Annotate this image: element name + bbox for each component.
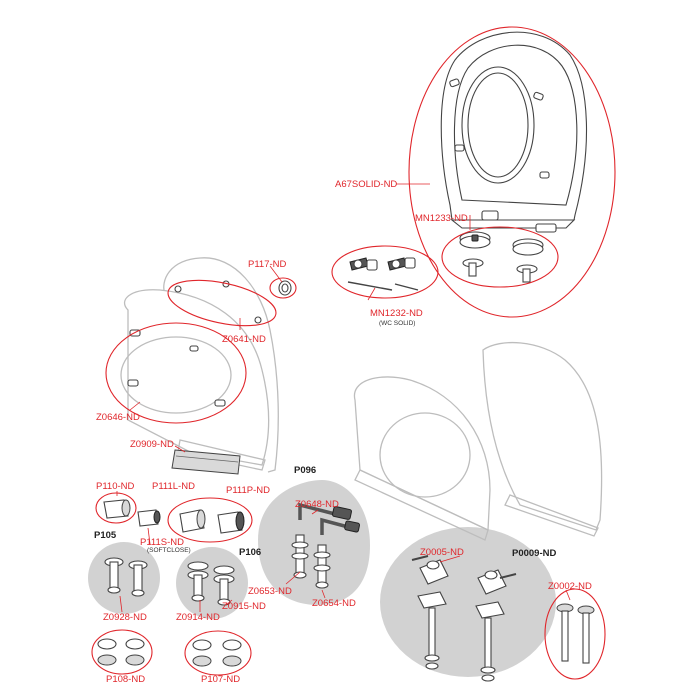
ring-z0002 [544,588,606,680]
label-z0654: Z0654-ND [312,598,356,609]
ring-p108 [91,629,153,675]
label-mn1232-note: (WC SOLID) [379,320,415,327]
group-p0009-background [380,527,556,677]
fixing-kit-mn1232 [347,257,419,291]
hinge-p110 [103,499,131,519]
seat-middle-right-faint [353,341,603,541]
label-p111p: P111P-ND [226,485,270,496]
fixing-kit-p0009 [411,555,517,682]
label-p117: P117-ND [248,259,287,270]
label-z0648: Z0648-ND [295,499,339,510]
label-p111s-note: (SOFTCLOSE) [147,547,191,554]
label-a67solid: A67SOLID-ND [335,179,397,190]
label-p111l: P111L-ND [152,481,195,492]
ring-mn1233 [441,226,559,288]
seat-lid-assembly-top [440,31,588,233]
label-p108: P108-ND [106,674,145,685]
label-z0641: Z0641-ND [222,334,266,345]
ring-p110 [95,492,137,524]
hinge-bar-z0909 [171,449,241,475]
hinge-rods-p096 [291,502,361,589]
ring-z0646 [105,322,247,424]
label-z0646: Z0646-ND [96,412,140,423]
label-p111s: P111S-ND [140,537,184,548]
hinge-p111s [137,509,161,527]
fixing-p106 [187,561,235,606]
label-p110: P110-ND [96,481,135,492]
label-group-p096: P096 [294,465,316,476]
fixing-p105 [104,557,148,597]
hinge-set-mn1233 [459,231,544,283]
leader-lines [116,183,571,613]
label-group-p0009: P0009-ND [512,548,556,559]
label-z0653: Z0653-ND [248,586,292,597]
ring-p111 [167,497,253,543]
label-z0915: Z0915-ND [222,601,266,612]
label-group-p106: P106 [239,547,261,558]
ring-p107 [184,630,252,676]
washers-p107 [192,639,242,667]
label-z0005: Z0005-ND [420,547,464,558]
label-z0928: Z0928-ND [103,612,147,623]
label-group-p105: P105 [94,530,117,541]
label-mn1233: MN1233-ND [415,213,468,224]
label-mn1232: MN1232-ND [370,308,423,319]
bumper-p117 [278,280,292,296]
ring-z0641 [167,279,277,327]
hinges-p111l-p111p [179,509,245,534]
washers-p108 [97,638,145,666]
ring-p117 [269,277,297,299]
label-z0002: Z0002-ND [548,581,592,592]
label-p107: P107-ND [201,674,240,685]
bolts-z0002 [556,603,595,664]
label-z0909: Z0909-ND [130,439,174,450]
ring-a67solid [408,26,616,318]
label-z0914: Z0914-ND [176,612,220,623]
ring-mn1232 [331,245,439,299]
